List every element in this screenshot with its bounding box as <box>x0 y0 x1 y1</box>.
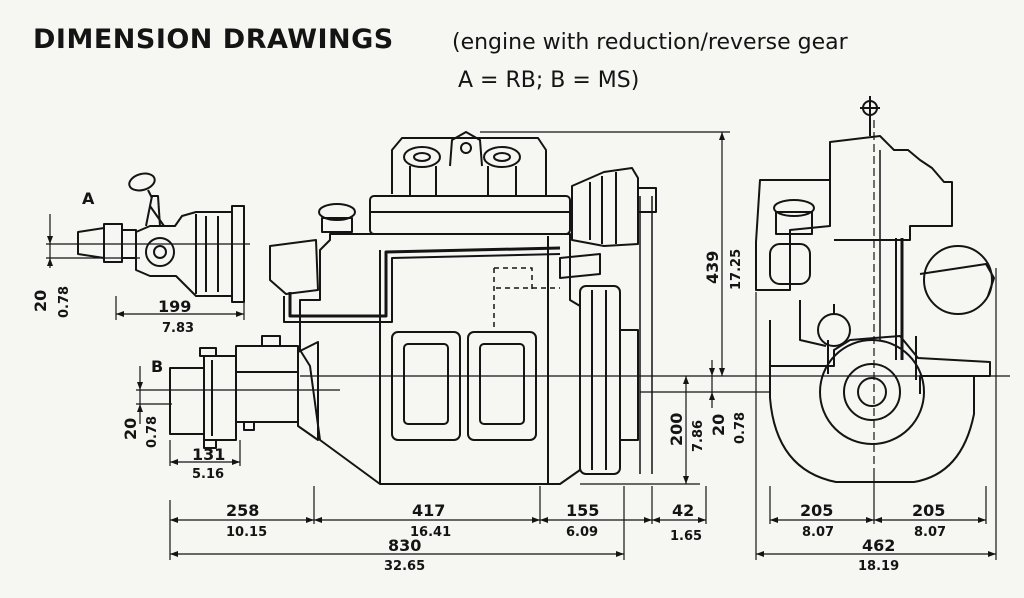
dim-height-bottom-mm: 200 <box>667 413 686 446</box>
subtitle-line-1: (engine with reduction/reverse gear <box>452 30 848 55</box>
label-a: A <box>82 189 95 208</box>
engine-side-view <box>269 131 657 485</box>
subtitle-line-2: A = RB; B = MS) <box>458 68 640 93</box>
dim-height-top-mm: 439 <box>703 251 722 284</box>
dim-height-bottom-in: 7.86 <box>691 420 706 452</box>
dim-a-offset-in: 0.78 <box>57 286 72 318</box>
dim-417-mm: 417 <box>412 501 445 520</box>
dim-width-total-in: 18.19 <box>858 559 899 574</box>
dim-b-length-mm: 131 <box>192 445 225 464</box>
dim-a-offset-mm: 20 <box>31 290 50 312</box>
dim-width-total-mm: 462 <box>862 536 895 555</box>
page-title: DIMENSION DRAWINGS <box>33 24 394 55</box>
dim-total-length-mm: 830 <box>388 536 421 555</box>
dim-42-in: 1.65 <box>670 529 702 544</box>
dim-total-length-in: 32.65 <box>384 559 425 574</box>
dim-height-top-in: 17.25 <box>729 249 744 290</box>
dim-b-length-in: 5.16 <box>192 467 224 482</box>
dim-258-in: 10.15 <box>226 525 267 540</box>
gearbox-a-drawing <box>77 172 245 303</box>
dim-b-offset-in: 0.78 <box>145 416 160 448</box>
label-b: B <box>151 357 163 376</box>
dimension-arrowheads <box>47 132 996 557</box>
engine-front-view <box>755 96 995 483</box>
dim-a-length-mm: 199 <box>158 297 191 316</box>
dim-width-left-in: 8.07 <box>802 525 834 540</box>
dim-b-offset-mm: 20 <box>121 418 140 440</box>
dim-width-left-mm: 205 <box>800 501 833 520</box>
dim-42-mm: 42 <box>672 501 694 520</box>
dim-417-in: 16.41 <box>410 525 451 540</box>
dim-crank-offset-in: 0.78 <box>733 412 748 444</box>
dim-a-length-in: 7.83 <box>162 321 194 336</box>
gearbox-b-drawing <box>169 335 319 449</box>
dim-155-in: 6.09 <box>566 525 598 540</box>
dim-width-right-mm: 205 <box>912 501 945 520</box>
dim-155-mm: 155 <box>566 501 599 520</box>
dim-258-mm: 258 <box>226 501 259 520</box>
dim-width-right-in: 8.07 <box>914 525 946 540</box>
dimension-lines <box>46 120 1010 560</box>
dim-crank-offset-mm: 20 <box>709 414 728 436</box>
